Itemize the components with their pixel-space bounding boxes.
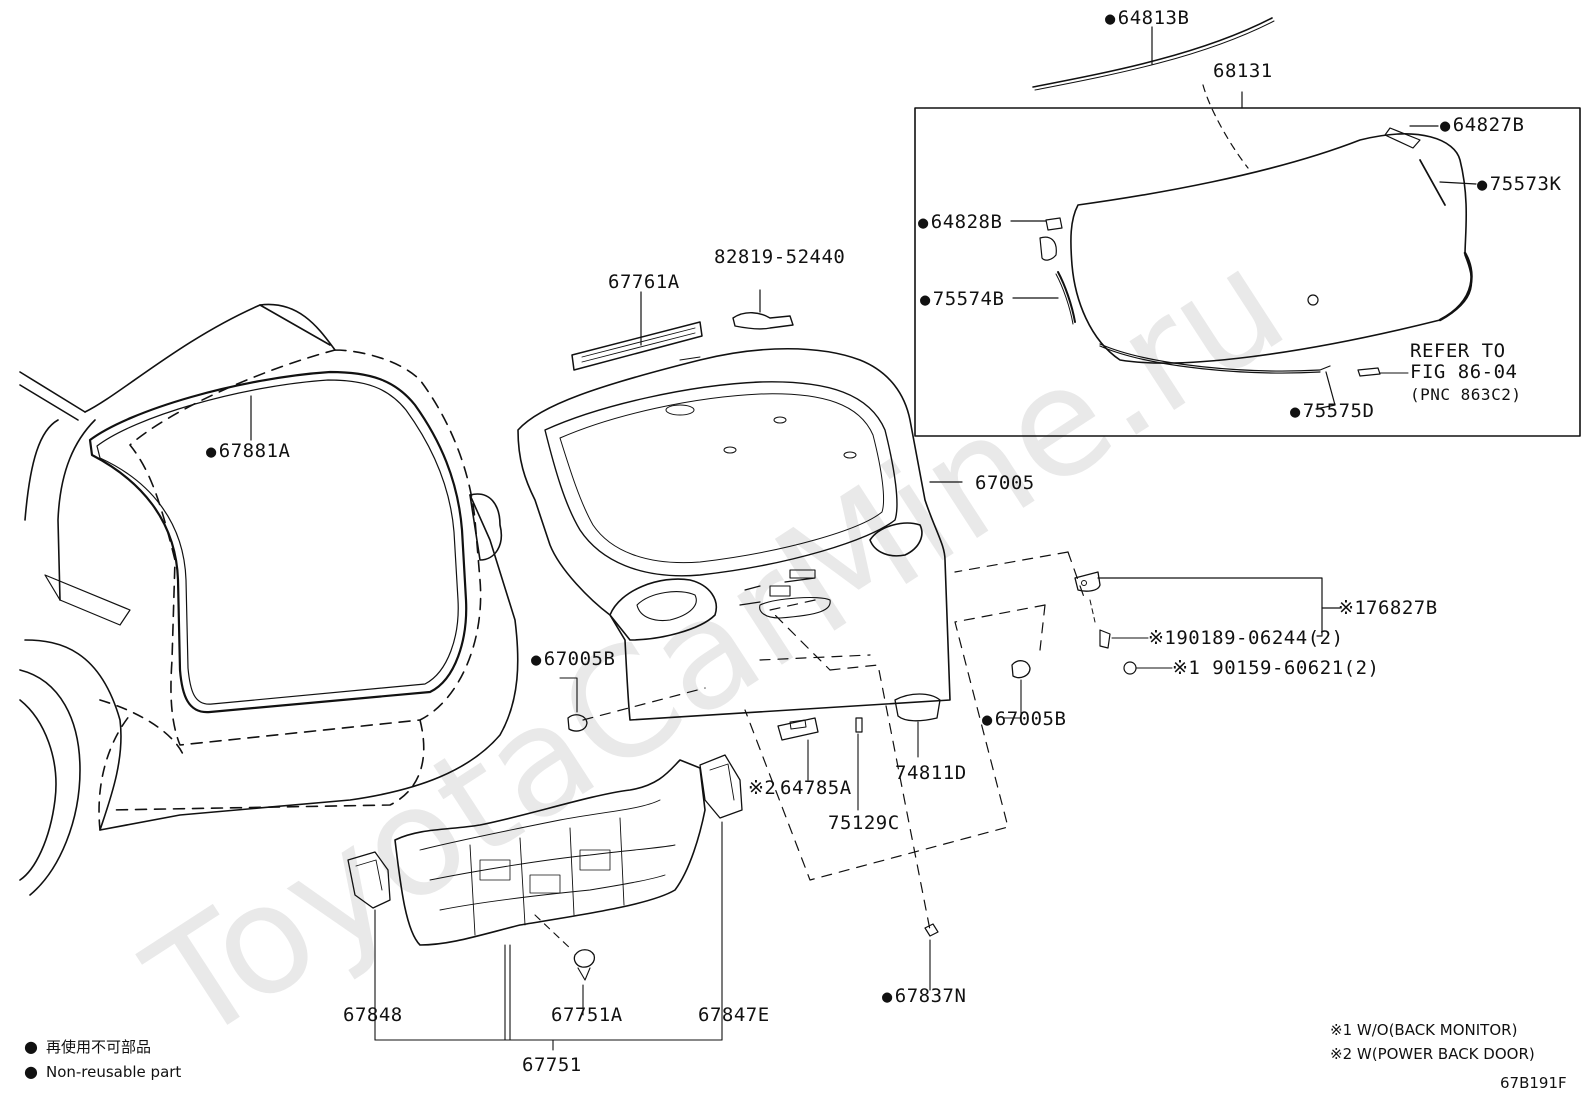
glass-frame bbox=[914, 107, 1581, 437]
label-67005: 67005 bbox=[975, 472, 1035, 494]
label-refer-to: REFER TO bbox=[1410, 340, 1506, 362]
label-74811D: 74811D bbox=[895, 762, 967, 784]
legend-jp-text: 再使用不可部品 bbox=[45, 1038, 151, 1056]
legend-en-text: Non-reusable part bbox=[45, 1063, 182, 1081]
switch-64785A bbox=[777, 717, 819, 741]
back-window-glass bbox=[1070, 133, 1473, 364]
label-67881A: 67881A bbox=[206, 440, 290, 463]
dashed-guides bbox=[582, 551, 1086, 931]
stopper-67005B-left bbox=[567, 714, 588, 732]
label-67005B-left: 67005B bbox=[531, 648, 615, 671]
label-64828B: 64828B bbox=[918, 211, 1002, 234]
label-82819-52440: 82819-52440 bbox=[714, 246, 846, 268]
clip-67837N bbox=[924, 923, 939, 937]
figure-id: 67B191F bbox=[1500, 1074, 1567, 1092]
label-67751: 67751 bbox=[522, 1054, 582, 1076]
label-64827B: 64827B bbox=[1440, 114, 1524, 137]
label-64785A: 64785A bbox=[780, 777, 852, 799]
label-90189: ※190189-06244(2) bbox=[1148, 627, 1344, 649]
cover-67848 bbox=[347, 851, 391, 909]
strip-75573K bbox=[1419, 159, 1446, 206]
legend-dot-icon: ● bbox=[24, 1062, 38, 1081]
screw-90189 bbox=[1099, 629, 1111, 649]
note-2: ※2 W(POWER BACK DOOR) bbox=[1330, 1045, 1535, 1063]
label-64785A-mark: ※2 bbox=[748, 777, 777, 799]
vehicle-body-outline bbox=[19, 303, 519, 896]
clip-67751A bbox=[573, 949, 596, 981]
plug-75129C bbox=[855, 717, 863, 733]
back-door-panel bbox=[517, 348, 951, 721]
clip-64827B bbox=[1384, 127, 1421, 149]
label-68131: 68131 bbox=[1213, 60, 1273, 82]
legend-dot-icon: ● bbox=[24, 1037, 38, 1056]
bracket-76827B bbox=[1074, 571, 1101, 592]
label-refer-fig: FIG 86-04 bbox=[1410, 361, 1518, 383]
stopper-67005B-right bbox=[1011, 660, 1031, 679]
label-64813B: 64813B bbox=[1105, 7, 1189, 30]
label-67847E: 67847E bbox=[698, 1004, 770, 1026]
label-75575D: 75575D bbox=[1290, 400, 1374, 423]
label-75573K: 75573K bbox=[1477, 173, 1561, 196]
label-76827B: 76827B bbox=[1366, 597, 1438, 619]
handle-74811D bbox=[894, 693, 941, 722]
legend-row-jp: ● 再使用不可部品 bbox=[24, 1036, 151, 1057]
note-1: ※1 W/O(BACK MONITOR) bbox=[1330, 1021, 1518, 1039]
label-75129C: 75129C bbox=[828, 812, 900, 834]
label-76827B-mark: ※1 bbox=[1338, 597, 1367, 619]
trim-board-67751 bbox=[394, 759, 706, 946]
strip-75574B bbox=[1057, 271, 1076, 323]
label-67761A: 67761A bbox=[608, 271, 680, 293]
legend-row-en: ● Non-reusable part bbox=[24, 1062, 181, 1081]
moulding-75575D bbox=[1099, 345, 1321, 374]
bolt-90159 bbox=[1123, 661, 1173, 675]
label-67837N: 67837N bbox=[882, 985, 966, 1008]
label-90159: ※1 90159-60621(2) bbox=[1172, 657, 1380, 679]
clip-64828B-b bbox=[1039, 236, 1057, 261]
clip-64828B-a bbox=[1045, 217, 1063, 231]
strip-64813B bbox=[1032, 17, 1273, 88]
label-67005B-right: 67005B bbox=[982, 708, 1066, 731]
cover-67847E bbox=[699, 754, 743, 819]
weatherstrip-67881A bbox=[88, 370, 468, 714]
label-67848: 67848 bbox=[343, 1004, 403, 1026]
spoiler-67761A bbox=[571, 321, 703, 371]
refer-part bbox=[1357, 367, 1381, 377]
connector-82819 bbox=[732, 289, 794, 330]
label-refer-pnc: (PNC 863C2) bbox=[1410, 385, 1522, 404]
label-67751A: 67751A bbox=[551, 1004, 623, 1026]
label-75574B: 75574B bbox=[920, 288, 1004, 311]
